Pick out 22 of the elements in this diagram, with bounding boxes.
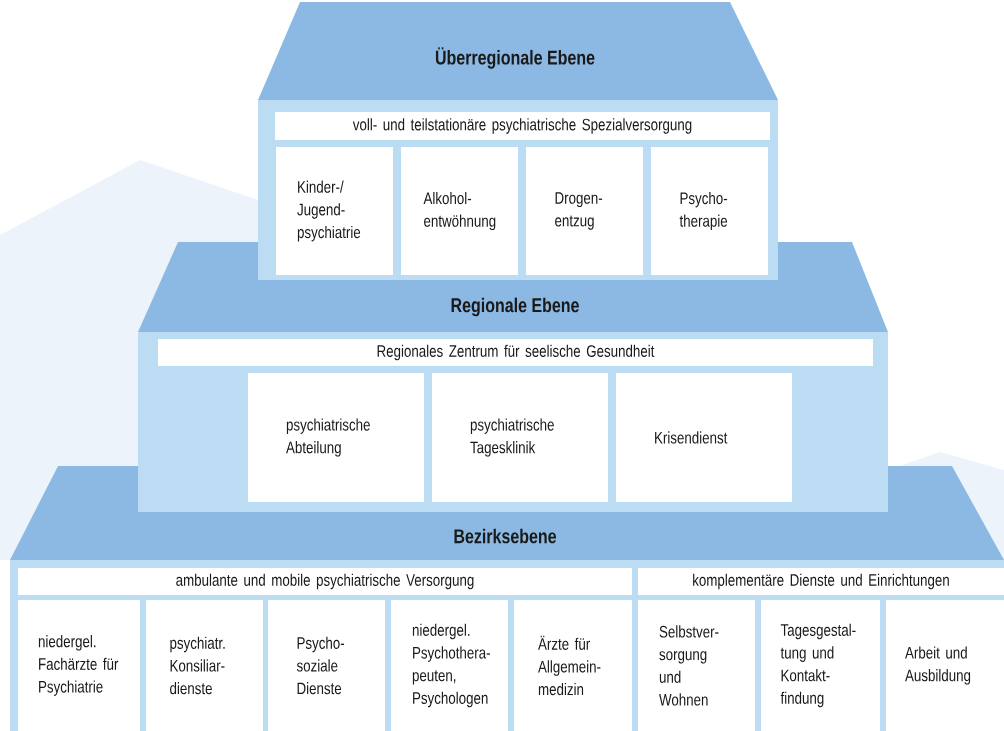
service-box: Arbeit und Ausbildung <box>886 600 1004 731</box>
node-label: Bezirksebene <box>454 528 557 544</box>
header-bar: ambulante und mobile psychiatrische Versorgung <box>18 568 632 595</box>
node-label: Regionale Ebene <box>451 297 579 317</box>
header-bar: komplementäre Dienste und Einrichtungen <box>638 568 1004 595</box>
service-box: Kinder-/ Jugend- psychiatrie <box>276 147 393 275</box>
service-box: Alkohol- entwöhnung <box>401 147 518 275</box>
service-box: psychiatrische Abteilung <box>248 373 424 502</box>
service-box: Krisendienst <box>616 373 792 502</box>
service-box: psychiatr. Konsiliar- dienste <box>146 600 263 731</box>
service-box: Ärzte für Allgemein- medizin <box>514 600 632 731</box>
service-box: Drogen- entzug <box>526 147 643 275</box>
header-bar: Regionales Zentrum für seelische Gesundheit <box>158 339 873 366</box>
service-box: Tagesgestal- tung und Kontakt- findung <box>761 600 880 731</box>
service-box: Psycho- therapie <box>651 147 768 275</box>
service-box: psychiatrische Tagesklinik <box>432 373 608 502</box>
service-box: Selbstver- sorgung und Wohnen <box>638 600 755 731</box>
service-box: Psycho- soziale Dienste <box>268 600 385 731</box>
service-box: niedergel. Psychothera- peuten, Psychologen <box>391 600 508 731</box>
service-box: niedergel. Fachärzte für Psychiatrie <box>18 600 140 731</box>
header-bar: voll- und teilstationäre psychiatrische Spezialversorgung <box>275 112 770 140</box>
node-label: Überregionale Ebene <box>435 47 595 69</box>
